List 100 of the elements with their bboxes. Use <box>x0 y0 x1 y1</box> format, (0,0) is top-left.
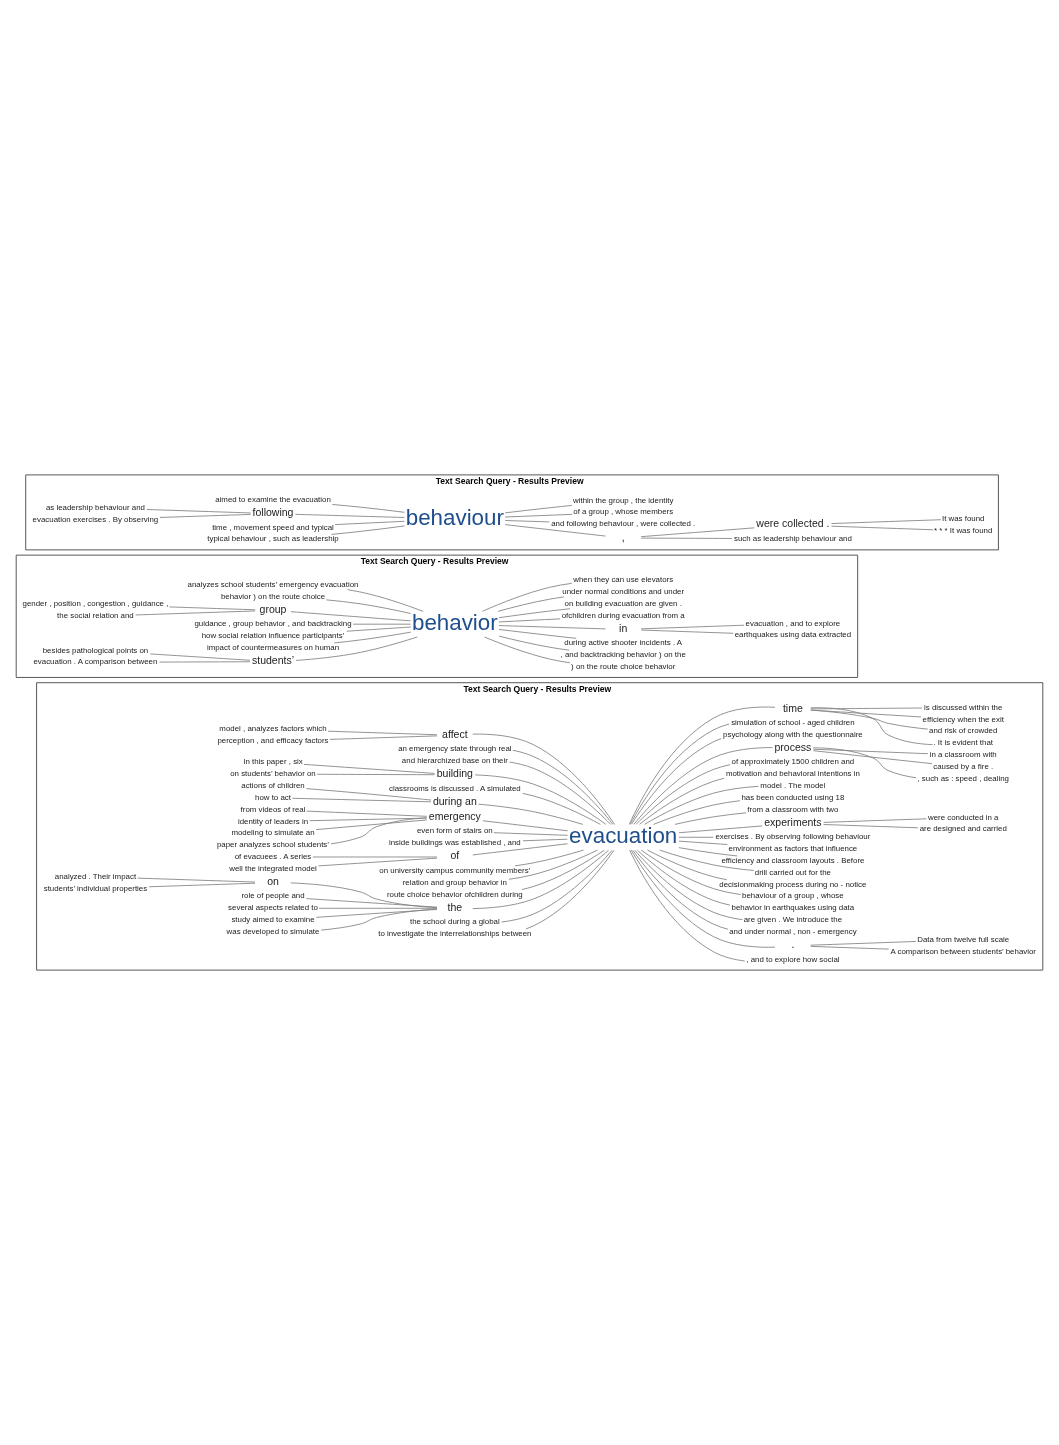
connector <box>504 513 573 518</box>
connector <box>318 907 438 909</box>
connector <box>810 709 922 718</box>
node-text: during an <box>432 794 477 807</box>
connector <box>521 849 605 890</box>
connector <box>628 706 776 825</box>
connector <box>498 608 571 619</box>
connector <box>522 792 601 825</box>
connector <box>148 882 256 888</box>
connector <box>320 908 438 931</box>
connector <box>823 818 927 823</box>
connector <box>290 882 438 909</box>
connector <box>169 606 256 611</box>
connector <box>472 843 568 856</box>
connector <box>150 653 251 661</box>
connector <box>522 838 568 842</box>
connector <box>640 849 742 895</box>
connector <box>525 849 615 930</box>
connector <box>678 847 738 857</box>
node-text: in <box>619 621 628 634</box>
connector <box>635 764 731 825</box>
connector <box>644 785 759 825</box>
node-text: students’ <box>251 654 295 667</box>
connector <box>330 525 405 535</box>
connector <box>137 877 256 883</box>
node-text: group <box>259 602 287 615</box>
node-text: affect <box>442 727 468 740</box>
connector <box>498 618 561 623</box>
connector <box>639 777 725 825</box>
connector <box>135 610 256 616</box>
connector <box>498 629 577 639</box>
connector <box>316 773 435 776</box>
connector <box>472 849 610 910</box>
connector <box>159 514 251 518</box>
connector <box>305 788 432 801</box>
connector <box>306 810 428 817</box>
node-text: , <box>621 530 625 543</box>
connector <box>630 849 776 948</box>
connector <box>813 750 933 765</box>
connector <box>509 761 612 825</box>
connector <box>813 748 929 755</box>
connector <box>678 840 728 845</box>
connector <box>474 774 607 825</box>
connector <box>504 524 606 537</box>
connector <box>484 636 571 664</box>
connector <box>329 735 438 740</box>
connector <box>482 820 569 832</box>
connector <box>512 749 614 825</box>
connector <box>309 817 428 822</box>
connector <box>504 505 573 514</box>
connector <box>678 825 763 834</box>
node-text: process <box>774 740 812 753</box>
connector <box>478 803 584 825</box>
connector <box>334 520 405 526</box>
connector <box>504 520 550 523</box>
connector <box>810 709 929 730</box>
node-text: experiments <box>764 815 822 828</box>
node-text: on <box>267 875 279 888</box>
connector <box>823 824 919 829</box>
connector <box>831 525 934 531</box>
node-text: following <box>252 506 294 519</box>
node-text: time <box>782 701 803 714</box>
node-text: evacuation <box>569 822 678 848</box>
connector <box>633 747 773 825</box>
connector <box>347 589 424 612</box>
connector <box>831 519 942 524</box>
connector <box>146 509 252 514</box>
connector <box>812 747 917 779</box>
node-text: behavior <box>411 609 498 635</box>
connector <box>330 817 428 845</box>
connector <box>629 849 746 962</box>
node-text: . <box>791 938 795 951</box>
connector <box>346 626 412 632</box>
connector <box>482 582 573 612</box>
connector <box>333 631 412 644</box>
connector <box>659 849 755 871</box>
connector <box>315 819 428 830</box>
connector <box>514 849 584 867</box>
connector <box>653 800 741 825</box>
node-text: behaviour <box>405 504 504 530</box>
connector <box>305 898 438 908</box>
connector <box>352 623 412 625</box>
node-text: were collected . <box>756 517 830 530</box>
node-text: the <box>447 900 463 913</box>
connector <box>295 513 405 518</box>
connector <box>312 856 438 858</box>
connector <box>318 857 438 867</box>
connector <box>637 849 731 906</box>
connector <box>640 537 733 539</box>
connector <box>295 636 418 661</box>
connector <box>640 527 755 538</box>
connector <box>634 849 743 921</box>
connector <box>290 611 412 622</box>
connector <box>810 945 890 950</box>
connector <box>647 849 728 881</box>
connector <box>629 723 730 825</box>
connector <box>631 738 722 825</box>
connector <box>498 635 570 651</box>
connector <box>498 625 606 630</box>
connector <box>810 707 923 710</box>
